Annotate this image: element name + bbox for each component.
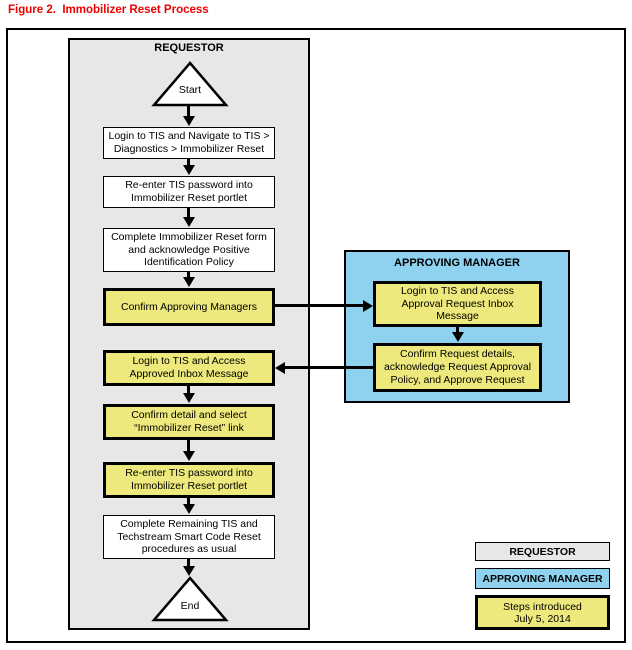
arrow-down-icon	[187, 498, 190, 505]
step-label: Confirm Approving Managers	[121, 300, 257, 313]
arrow-left-icon	[284, 366, 373, 369]
legend-steps-line1: Steps introduced	[503, 600, 582, 613]
arrow-down-icon	[187, 559, 190, 567]
legend-requestor: REQUESTOR	[475, 542, 610, 561]
step-label: Re-enter TIS password into Immobilizer R…	[125, 467, 253, 492]
step-label: Login to TIS and Navigate to TIS > Diagn…	[108, 130, 270, 155]
mgr-step-confirm-approve: Confirm Request details, acknowledge Req…	[373, 343, 542, 392]
legend-steps-line2: July 5, 2014	[514, 612, 571, 625]
requestor-lane-header: REQUESTOR	[154, 42, 224, 54]
step-reenter-password-2: Re-enter TIS password into Immobilizer R…	[103, 462, 275, 498]
figure-title: Figure 2. Immobilizer Reset Process	[8, 4, 209, 16]
step-complete-remaining: Complete Remaining TIS and Techstream Sm…	[103, 515, 275, 559]
start-terminator-icon	[151, 61, 229, 107]
arrow-down-icon	[187, 440, 190, 452]
legend-steps-introduced: Steps introduced July 5, 2014	[475, 595, 610, 630]
arrow-down-icon	[187, 272, 190, 278]
step-label: Complete Remaining TIS and Techstream Sm…	[117, 517, 261, 556]
arrow-down-icon	[187, 106, 190, 117]
end-terminator-icon	[151, 576, 229, 622]
step-label: Login to TIS and Access Approved Inbox M…	[129, 355, 249, 380]
step-complete-form: Complete Immobilizer Reset form and ackn…	[103, 228, 275, 272]
mgr-step-access-approval-inbox: Login to TIS and Access Approval Request…	[373, 281, 542, 327]
step-reenter-password-1: Re-enter TIS password into Immobilizer R…	[103, 176, 275, 208]
step-login-navigate: Login to TIS and Navigate to TIS > Diagn…	[103, 127, 275, 159]
step-label: Confirm Request details, acknowledge Req…	[383, 348, 532, 386]
step-label: Re-enter TIS password into Immobilizer R…	[125, 179, 253, 204]
legend-approving-manager-label: APPROVING MANAGER	[482, 572, 603, 585]
legend-approving-manager: APPROVING MANAGER	[475, 568, 610, 589]
step-confirm-detail-link: Confirm detail and select “Immobilizer R…	[103, 404, 275, 440]
start-label: Start	[178, 84, 202, 96]
arrow-down-icon	[187, 208, 190, 218]
step-label: Login to TIS and Access Approval Request…	[400, 284, 515, 323]
arrow-down-icon	[187, 386, 190, 394]
step-access-approved-inbox: Login to TIS and Access Approved Inbox M…	[103, 350, 275, 386]
approving-manager-header: APPROVING MANAGER	[394, 257, 520, 269]
legend-requestor-label: REQUESTOR	[509, 545, 576, 558]
end-label: End	[180, 600, 200, 612]
step-label: Confirm detail and select “Immobilizer R…	[131, 409, 247, 434]
arrow-down-icon	[456, 327, 459, 333]
arrow-right-icon	[275, 304, 364, 307]
step-confirm-approving-managers: Confirm Approving Managers	[103, 288, 275, 326]
arrow-down-icon	[187, 159, 190, 166]
step-label: Complete Immobilizer Reset form and ackn…	[111, 230, 267, 269]
